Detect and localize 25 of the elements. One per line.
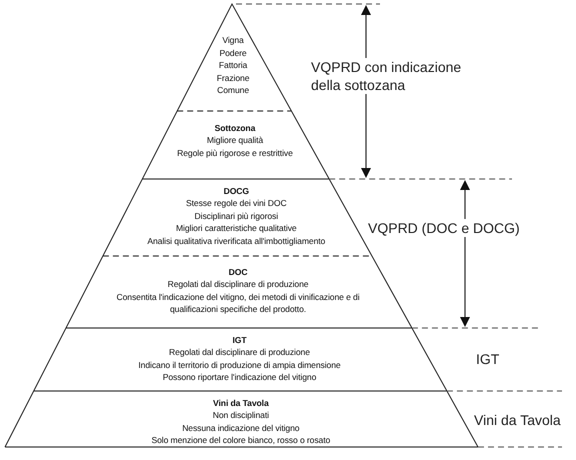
tier-text: Migliore qualità xyxy=(206,134,264,147)
tier-heading: Sottozona xyxy=(214,122,256,134)
tier-text: Vigna xyxy=(222,34,244,47)
tier-text: Comune xyxy=(217,84,249,97)
tier-text: Non disciplinati xyxy=(212,409,269,422)
tier-text: Stesse regole dei vini DOC xyxy=(186,197,287,210)
tier-text: Possono riportare l'indicazione del vitigno xyxy=(162,371,316,384)
tier-text: Solo menzione del colore bianco, rosso o rosato xyxy=(151,434,330,447)
tier-text: Indicano il territorio di produzione di ampia dimensione xyxy=(138,358,341,372)
tier-heading: DOCG xyxy=(224,185,249,198)
tier-text: Analisi qualitativa riverificata all'imbottigliamento xyxy=(147,234,326,248)
tier-heading: IGT xyxy=(232,334,246,346)
tier-text: Migliori caratteristiche qualitative xyxy=(176,222,297,235)
tier-text: Disciplinari più rigorosi xyxy=(194,210,278,222)
tier-text: Consentita l'indicazione del vitigno, dei metodi di vinificazione e di qualificazioni specifiche del prodotto. xyxy=(116,290,361,316)
level-label: VQPRD (DOC e DOCG) xyxy=(368,219,520,237)
tier-text: Regole più rigorose e restrittive xyxy=(177,146,293,160)
tier-text: Podere xyxy=(220,46,247,60)
tier-text: Fattoria xyxy=(218,59,248,72)
tier-heading: Vini da Tavola xyxy=(213,397,269,410)
tier-text: Frazione xyxy=(216,72,250,84)
tier-text: Regolati dal disciplinare di produzione xyxy=(168,278,308,291)
tier-text: Regolati dal disciplinare di produzione xyxy=(169,346,310,359)
tier-text: Nessuna indicazione del vitigno xyxy=(182,422,300,434)
tier-heading: DOC xyxy=(228,266,248,278)
